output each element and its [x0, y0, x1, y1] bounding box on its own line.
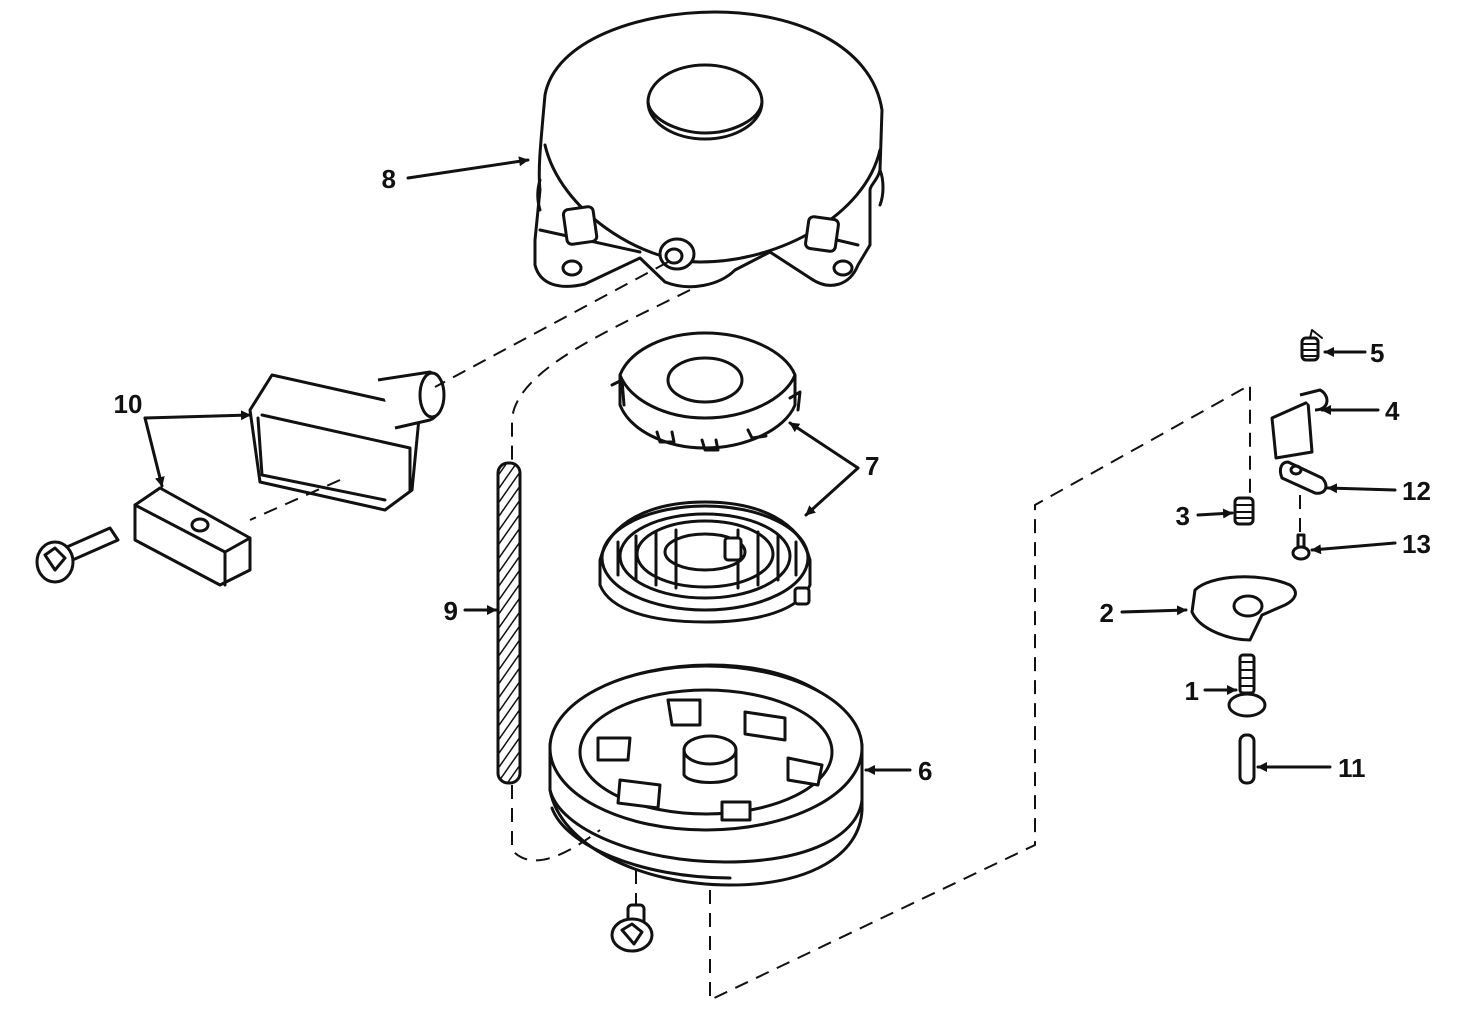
handle-screw — [35, 526, 120, 584]
callout-10: 10 — [114, 389, 143, 419]
handle-insert — [133, 486, 252, 587]
pawl-spring — [1300, 329, 1323, 362]
retainer-spring — [1233, 496, 1255, 526]
starter-pulley — [548, 663, 864, 887]
rewind-spring — [598, 500, 812, 624]
callout-7: 7 — [865, 451, 879, 481]
callout-labels: 8 5 4 12 13 3 2 1 11 6 9 7 10 — [114, 164, 1431, 786]
shoulder-screw — [1227, 653, 1267, 718]
roll-pin — [1238, 733, 1256, 785]
pawl — [1270, 388, 1329, 460]
callout-4: 4 — [1385, 396, 1400, 426]
callout-12: 12 — [1402, 476, 1431, 506]
spring-cup — [610, 331, 802, 452]
callout-3: 3 — [1176, 501, 1190, 531]
assembly-lines — [249, 261, 1301, 1002]
pawl-plate — [1278, 460, 1328, 495]
callout-13: 13 — [1402, 529, 1431, 559]
callout-8: 8 — [382, 164, 396, 194]
callout-arrows — [143, 156, 1397, 775]
callout-2: 2 — [1100, 598, 1114, 628]
pulley-screw — [610, 903, 654, 953]
starter-rope — [496, 461, 522, 785]
callout-9: 9 — [444, 596, 458, 626]
callout-11: 11 — [1338, 753, 1366, 783]
callout-1: 1 — [1185, 676, 1199, 706]
starter-housing — [533, 10, 885, 289]
starter-handle — [248, 370, 446, 512]
brake-washer — [1190, 575, 1297, 642]
callout-5: 5 — [1370, 338, 1384, 368]
small-screw — [1291, 533, 1311, 561]
callout-6: 6 — [918, 756, 932, 786]
